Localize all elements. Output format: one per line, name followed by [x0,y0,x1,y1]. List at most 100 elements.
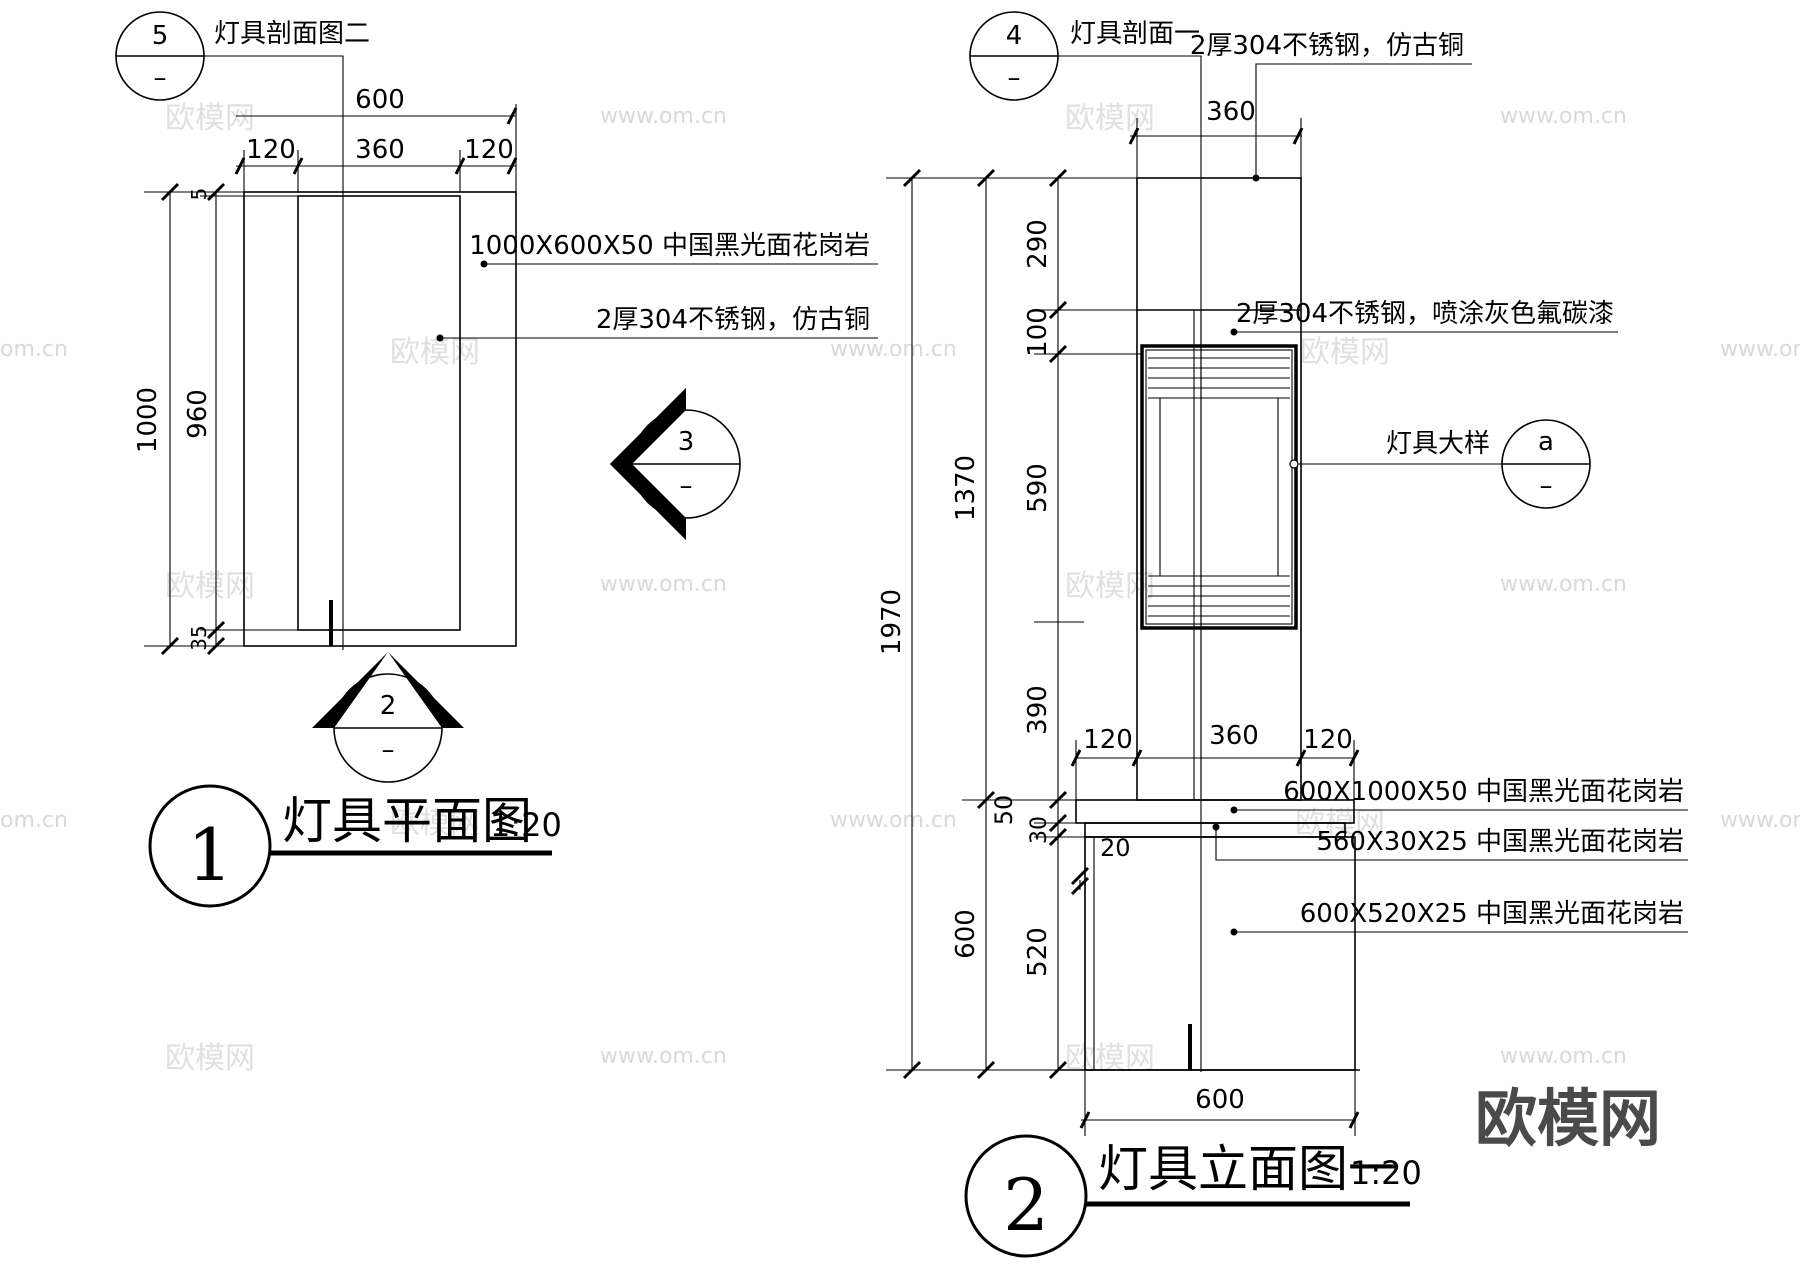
watermark-brand: 欧模网 [165,1041,255,1076]
view-tag-2: 2 – [312,652,464,783]
bubble-sheet: – [154,63,167,93]
detail-label: 灯具大样 [1386,429,1490,459]
watermark-site: www.om.cn [1720,808,1800,833]
dim-middle: 360 [355,135,405,165]
dim-inner-depth: 960 [183,389,213,439]
note-steel: 2厚304不锈钢，仿古铜 [596,305,870,335]
bubble-sheet: – [1540,471,1553,501]
dim-window-height: 590 [1023,463,1053,513]
dim-overall-depth: 1000 [133,387,163,453]
note-steel-grey: 2厚304不锈钢，喷涂灰色氟碳漆 [1236,299,1614,329]
watermark-brand: 欧模网 [165,569,255,604]
watermark-site: www.om.cn [1500,572,1627,597]
detail-tag-a: 灯具大样 a – [1289,419,1591,509]
bubble-number: 4 [1006,21,1023,51]
drawing-number: 1 [187,813,233,897]
dim-lower-shaft: 390 [1023,685,1053,735]
bubble-number: 5 [152,21,169,51]
elev-dims-base-top: 120 360 120 [1070,721,1360,800]
dim-band-height: 100 [1023,307,1053,357]
section-tag-5: 5 – 灯具剖面图二 [115,11,370,650]
dim-block-height: 520 [1023,927,1053,977]
watermark-layer: 欧模网 www.om.cn 欧模网 www.om.cn om.cn 欧模网 ww… [0,101,1800,1155]
section-label: 灯具剖面图二 [214,19,370,49]
note-base-band: 560X30X25 中国黑光面花岗岩 [1316,827,1684,857]
bubble-sheet: – [680,471,693,501]
drawing-title: 灯具平面图 [282,792,532,850]
dim-base-right: 120 [1303,725,1353,755]
watermark-brand: 欧模网 [1065,101,1155,136]
dim-cap-height: 290 [1023,219,1053,269]
lamp-window [1140,344,1298,630]
title-bubble [148,784,272,908]
watermark-brand: 欧模网 [1065,569,1155,604]
drawing-number: 2 [1003,1163,1049,1247]
note-base-slab: 600X1000X50 中国黑光面花岗岩 [1283,777,1684,807]
elev-dim-bottom: 600 [1079,1070,1360,1136]
plan-dims-top: 600 120 360 120 [234,85,518,192]
plan-view: 5 – 灯具剖面图二 600 120 360 120 [115,11,878,908]
elev-dim-top: 360 [1128,97,1304,178]
note-base-block: 600X520X25 中国黑光面花岗岩 [1300,899,1684,929]
view-tag-3: 3 – [610,388,741,540]
brand-logo: 欧模网 [1475,1082,1661,1155]
watermark-site: www.om.cn [600,572,727,597]
dim-left: 120 [246,135,296,165]
steel-shell-outline [297,195,461,631]
dim-slab-50: 50 [990,795,1018,826]
title-bubble [964,1134,1088,1258]
bubble-sheet: – [382,735,395,765]
bubble-letter: a [1538,427,1554,457]
granite-slab-outline [243,191,517,647]
note-granite: 1000X600X50 中国黑光面花岗岩 [469,231,870,261]
watermark-brand: 欧模网 [165,101,255,136]
view-arrow [312,652,388,728]
dim-column-height: 1370 [951,455,981,521]
watermark-brand: 欧模网 [390,335,480,370]
watermark-site-edge: om.cn [0,808,68,833]
elevation-notes: 2厚304不锈钢，仿古铜 2厚304不锈钢，喷涂灰色氟碳漆 600X1000X5… [1190,31,1688,936]
watermark-site: www.om.cn [1500,1044,1627,1069]
watermark-site: www.om.cn [830,808,957,833]
section-line [1058,55,1202,1072]
drawing-scale: 1:20 [1350,1154,1422,1192]
plan-notes: 1000X600X50 中国黑光面花岗岩 2厚304不锈钢，仿古铜 [436,231,878,342]
dim-top-offset: 5 [187,188,211,201]
dim-offset-20: 20 [1100,834,1131,862]
dim-top-width: 360 [1206,97,1256,127]
dim-total-height: 1970 [877,589,907,655]
drawing-title: 灯具立面图一 [1098,1140,1398,1198]
watermark-site: www.om.cn [1720,337,1800,362]
watermark-site-edge: om.cn [0,337,68,362]
dim-overall-width: 600 [355,85,405,115]
dim-base-middle: 360 [1209,721,1259,751]
drawing-scale: 1:20 [490,806,562,844]
watermark-brand: 欧模网 [390,806,480,841]
column-body [1136,177,1302,801]
dim-right: 120 [464,135,514,165]
base-block [1084,836,1356,1071]
watermark-site: www.om.cn [600,1044,727,1069]
dim-base-left: 120 [1083,725,1133,755]
dim-bottom-width: 600 [1195,1085,1245,1115]
section-line [204,55,344,650]
watermark-site: www.om.cn [1500,104,1627,129]
dim-bottom-offset: 35 [187,625,211,650]
elevation-title-block: 2 灯具立面图一 1:20 [964,1134,1422,1258]
bubble-number: 2 [380,691,397,721]
dim-slab-30: 30 [1027,816,1052,844]
watermark-brand: 欧模网 [1300,335,1390,370]
watermark-site: www.om.cn [600,104,727,129]
note-steel-bronze: 2厚304不锈钢，仿古铜 [1190,31,1464,61]
section-label: 灯具剖面一 [1070,19,1200,49]
elev-dims-vertical: 1970 1370 600 290 100 590 [877,168,1142,1080]
plan-dims-left: 1000 960 5 35 [133,182,300,656]
watermark-site: www.om.cn [830,337,957,362]
bubble-sheet: – [1008,63,1021,93]
elevation-view: 4 – 灯具剖面一 360 [877,11,1688,1258]
base [1060,799,1360,1071]
plan-title-block: 1 灯具平面图 1:20 [148,784,562,908]
dim-base-height: 600 [951,909,981,959]
bubble-number: 3 [678,427,695,457]
